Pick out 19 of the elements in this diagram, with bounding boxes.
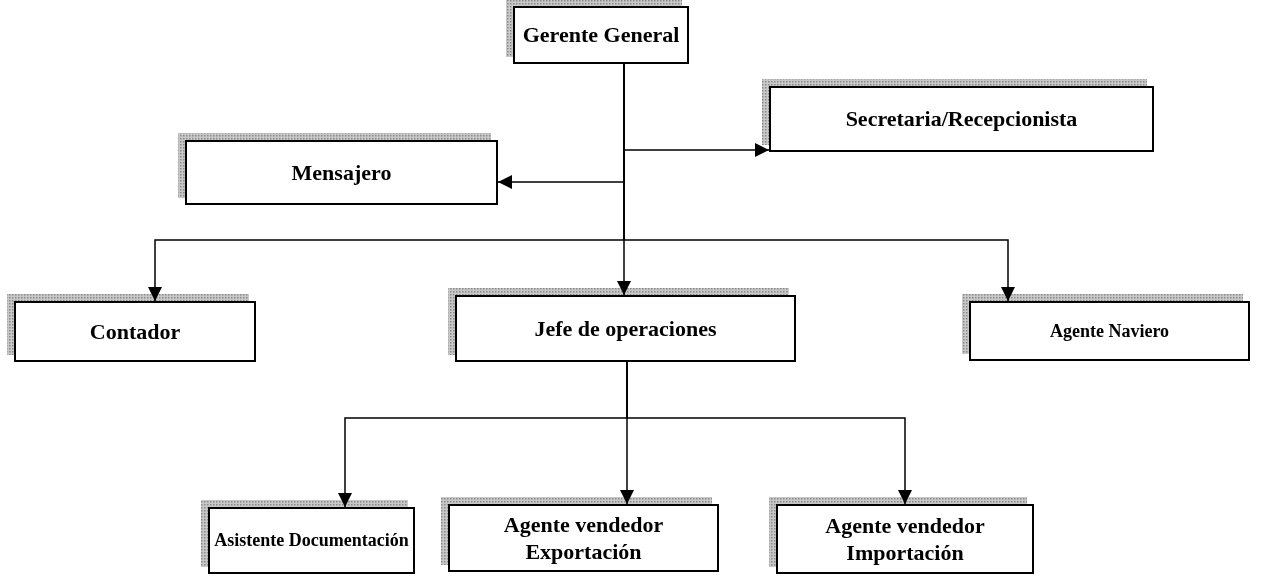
org-box [969,301,1250,361]
org-box [208,507,415,574]
role-title: Agente vendedor Exportación [502,510,665,566]
role-title: Mensajero [291,158,392,187]
role-title: Agente vendedor Importación [824,511,986,567]
org-box [185,140,498,205]
role-title: Secretaria/Recepcionista [845,105,1078,133]
role-title: Gerente General [522,21,680,49]
org-box [513,6,689,64]
role-title: Jefe de operaciones [534,314,717,343]
role-title: Asistente Documentación [214,529,409,552]
role-title: Contador [89,317,181,346]
arrow [626,361,912,505]
org-box [455,295,796,362]
org-box [448,504,719,572]
org-box [769,86,1154,152]
org-box [776,504,1034,574]
role-title: Agente Naviero [1049,319,1170,343]
org-box [14,301,256,362]
